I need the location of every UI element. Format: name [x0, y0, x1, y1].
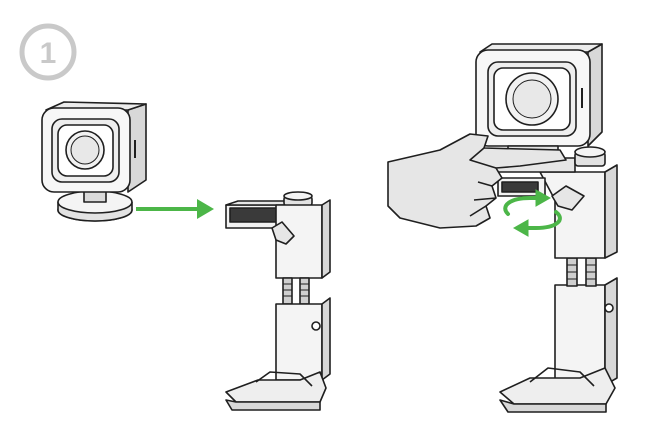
- step-badge: 1: [19, 23, 77, 81]
- cold-shoe-slot: [229, 207, 283, 223]
- assembly-right: [475, 43, 618, 413]
- step-number: 1: [40, 37, 57, 70]
- webcam-left: [41, 101, 147, 222]
- hand-illustration: [387, 133, 567, 229]
- step-badge-ring: [19, 23, 77, 81]
- mount-clamp-middle: [225, 191, 331, 411]
- cold-shoe-slot-right: [501, 181, 539, 193]
- arrow-right-icon: [136, 199, 214, 219]
- rotate-arrows-icon: [503, 189, 562, 237]
